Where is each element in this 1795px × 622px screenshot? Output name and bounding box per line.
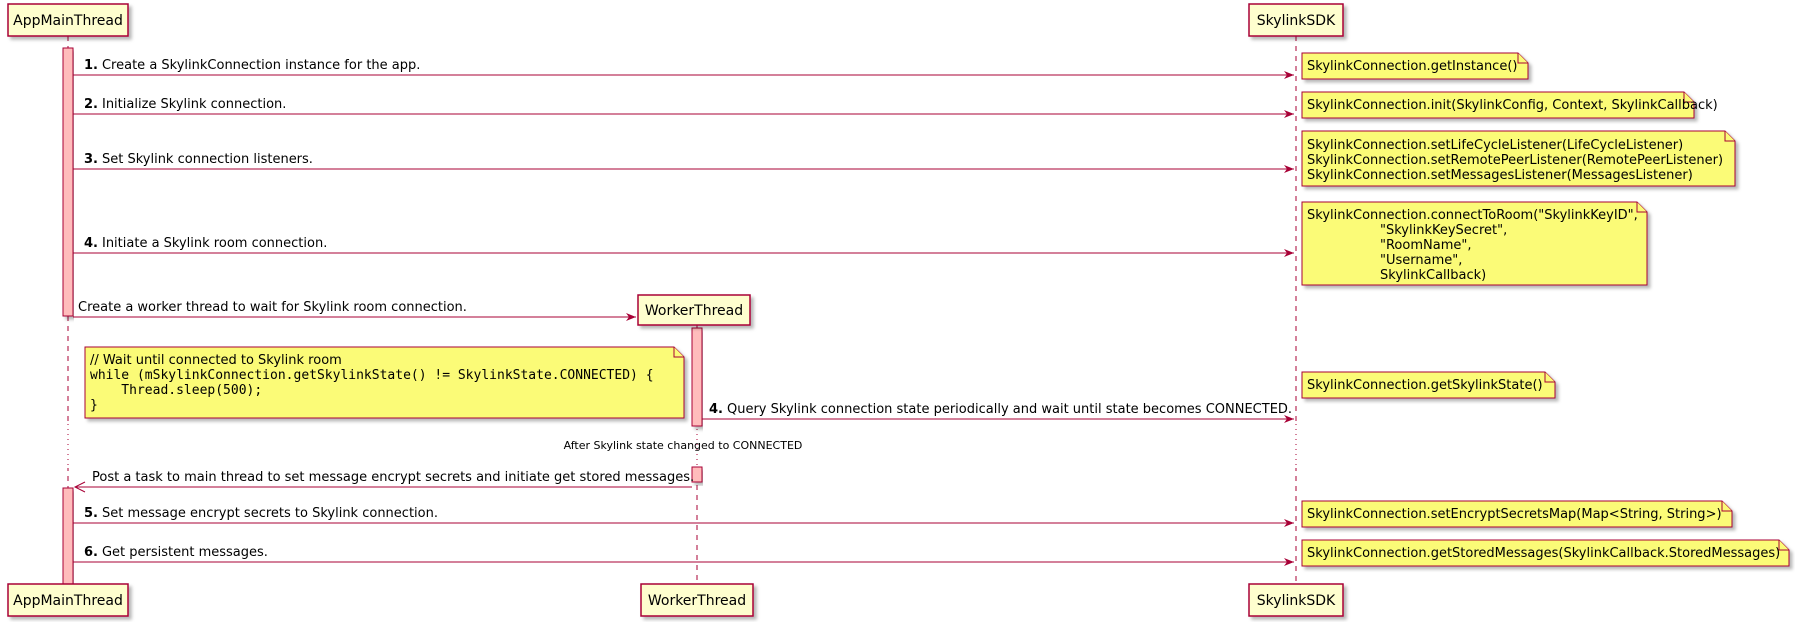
message-4-number: 4. (84, 236, 98, 251)
message-worker-query-text: Query Skylink connection state periodica… (727, 402, 1292, 417)
message-worker-query-number: 4. (709, 402, 723, 417)
participant-app-main-bottom (7, 583, 129, 617)
note-connect-line-2: "SkylinkKeySecret", (1380, 223, 1507, 238)
svg-text:1.Create a SkylinkConnection i: 1. Create a SkylinkConnection instance fo… (84, 58, 420, 73)
note-connect-line-5: SkylinkCallback) (1380, 268, 1486, 283)
svg-text:5.Set message encrypt secrets: 5. Set message encrypt secrets to Skylink… (84, 506, 438, 521)
note-stored-messages: SkylinkConnection.getStoredMessages(Skyl… (1301, 539, 1790, 567)
note-encrypt-secrets: SkylinkConnection.setEncryptSecretsMap(M… (1301, 500, 1733, 528)
message-3: 3. Set Skylink connection listeners. (73, 152, 1294, 173)
participant-app-main-bottom-label: AppMainThread (13, 593, 123, 609)
note-wait-loop-line-1: // Wait until connected to Skylink room (90, 353, 342, 368)
note-listeners: SkylinkConnection.setLifeCycleListener(L… (1301, 130, 1736, 187)
message-2: 2. Initialize Skylink connection. (73, 97, 1294, 118)
message-6: 6. Get persistent messages. (73, 545, 1294, 566)
svg-text:3.Set Skylink connection liste: 3. Set Skylink connection listeners. (84, 152, 313, 167)
message-create-worker: Create a worker thread to wait for Skyli… (73, 300, 636, 321)
participant-sdk-bottom-label: SkylinkSDK (1257, 593, 1336, 609)
message-create-worker-text: Create a worker thread to wait for Skyli… (78, 300, 467, 315)
note-connect-line-1: SkylinkConnection.connectToRoom("Skylink… (1307, 208, 1638, 223)
participant-app-main-top (7, 3, 129, 37)
note-get-state-text: SkylinkConnection.getSkylinkState() (1307, 378, 1543, 393)
message-2-number: 2. (84, 97, 98, 112)
message-1: 1. Create a SkylinkConnection instance fo… (73, 58, 1294, 79)
message-5-text: Set message encrypt secrets to Skylink c… (102, 506, 438, 521)
participant-sdk-top-label: SkylinkSDK (1257, 13, 1336, 29)
note-connect-line-3: "RoomName", (1380, 238, 1471, 253)
svg-text:2.Initialize Skylink connectio: 2. Initialize Skylink connection. (84, 97, 286, 112)
svg-text:6.Get persistent messages.: 6. Get persistent messages. (84, 545, 268, 560)
note-stored-messages-text: SkylinkConnection.getStoredMessages(Skyl… (1307, 546, 1780, 561)
note-wait-loop-line-2: while (mSkylinkConnection.getSkylinkStat… (90, 368, 654, 383)
note-init: SkylinkConnection.init(SkylinkConfig, Co… (1301, 91, 1718, 119)
message-3-number: 3. (84, 152, 98, 167)
svg-text:4.Query Skylink connection sta: 4. Query Skylink connection state periodi… (709, 402, 1292, 417)
note-listeners-line-3: SkylinkConnection.setMessagesListener(Me… (1307, 168, 1693, 183)
message-6-number: 6. (84, 545, 98, 560)
participant-sdk-top (1248, 3, 1344, 37)
message-5: 5. Set message encrypt secrets to Skylink… (73, 506, 1294, 527)
note-wait-loop-line-3: Thread.sleep(500); (90, 383, 262, 398)
note-get-state: SkylinkConnection.getSkylinkState() (1301, 371, 1556, 399)
message-5-number: 5. (84, 506, 98, 521)
app-main-activation-2 (62, 487, 74, 587)
svg-text:4.Initiate a Skylink room conn: 4. Initiate a Skylink room connection. (84, 236, 327, 251)
note-wait-loop-line-4: } (90, 398, 98, 413)
message-3-text: Set Skylink connection listeners. (102, 152, 313, 167)
participant-worker-bottom-label: WorkerThread (648, 593, 746, 609)
participant-sdk-bottom (1248, 583, 1344, 617)
message-1-number: 1. (84, 58, 98, 73)
note-listeners-line-1: SkylinkConnection.setLifeCycleListener(L… (1307, 138, 1683, 153)
note-init-text: SkylinkConnection.init(SkylinkConfig, Co… (1307, 98, 1718, 113)
note-connect-to-room: SkylinkConnection.connectToRoom("Skylink… (1301, 201, 1648, 286)
note-connect-line-4: "Username", (1380, 253, 1462, 268)
note-listeners-line-2: SkylinkConnection.setRemotePeerListener(… (1307, 153, 1723, 168)
message-1-text: Create a SkylinkConnection instance for … (102, 58, 420, 73)
message-6-text: Get persistent messages. (102, 545, 268, 560)
message-2-text: Initialize Skylink connection. (102, 97, 286, 112)
participant-worker-bottom (640, 583, 754, 617)
participant-worker-created (637, 294, 751, 326)
worker-activation-1 (691, 327, 703, 427)
worker-activation-2 (691, 466, 703, 483)
app-main-activation-1 (62, 47, 74, 317)
note-get-instance-text: SkylinkConnection.getInstance() (1307, 59, 1517, 74)
message-4-text: Initiate a Skylink room connection. (102, 236, 327, 251)
message-4: 4. Initiate a Skylink room connection. (73, 236, 1294, 257)
delay-label: After Skylink state changed to CONNECTED (564, 439, 803, 452)
note-encrypt-secrets-text: SkylinkConnection.setEncryptSecretsMap(M… (1307, 507, 1722, 522)
participant-worker-created-label: WorkerThread (645, 303, 743, 319)
note-get-instance: SkylinkConnection.getInstance() (1301, 52, 1529, 80)
message-worker-query: 4. Query Skylink connection state periodi… (702, 402, 1294, 423)
note-wait-loop: // Wait until connected to Skylink room … (84, 346, 685, 419)
participant-app-main-top-label: AppMainThread (13, 13, 123, 29)
message-post-to-main: Post a task to main thread to set messag… (73, 470, 694, 493)
message-post-to-main-text: Post a task to main thread to set messag… (92, 470, 694, 485)
